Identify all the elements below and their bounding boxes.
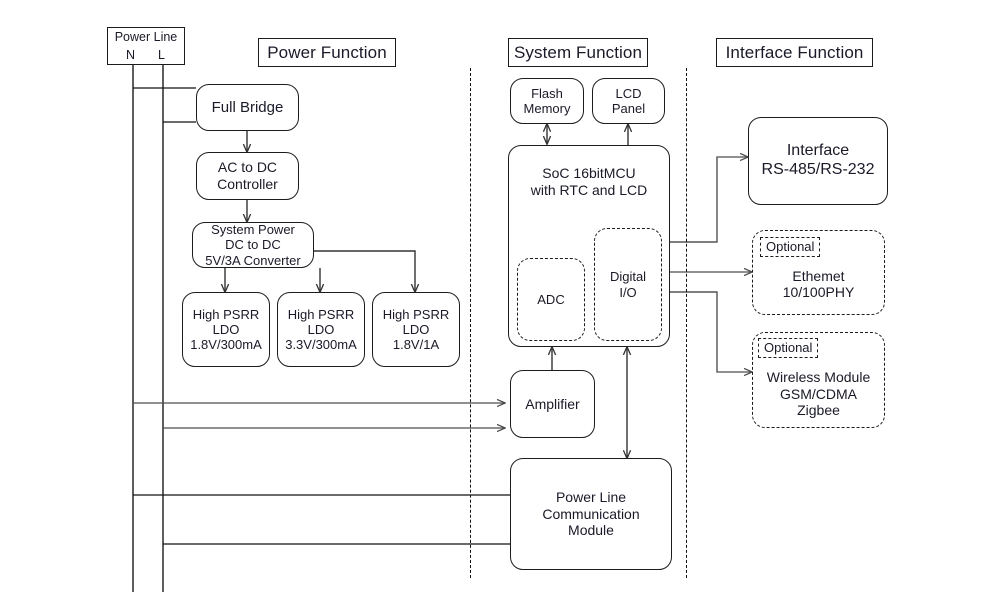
block-ethernet-line2: 10/100PHY bbox=[782, 284, 855, 301]
divider-system-interface bbox=[686, 68, 687, 578]
block-system-power-line3: 5V/3A Converter bbox=[205, 252, 301, 268]
block-wireless-line2: GSM/CDMA bbox=[779, 385, 857, 402]
block-full-bridge[interactable]: Full Bridge bbox=[196, 84, 299, 131]
block-ldo3-line3: 1.8V/1A bbox=[392, 337, 440, 353]
mains-to-plc-module bbox=[133, 494, 512, 545]
block-ethernet-phy[interactable]: Ethemet 10/100PHY bbox=[752, 230, 885, 315]
section-header-interface-label: Interface Function bbox=[725, 42, 864, 62]
block-plc-module[interactable]: Power Line Communication Module bbox=[510, 458, 672, 570]
block-system-power-line1: System Power bbox=[211, 222, 295, 238]
block-interface-rs485-rs232[interactable]: Interface RS-485/RS-232 bbox=[748, 117, 888, 205]
block-wireless-optional-label: Optional bbox=[764, 340, 813, 355]
section-header-power-label: Power Function bbox=[267, 42, 387, 62]
block-wireless-module[interactable]: Wireless Module GSM/CDMA Zigbee bbox=[752, 332, 885, 428]
block-digital-io-line2: I/O bbox=[619, 284, 637, 300]
section-header-system-label: System Function bbox=[513, 42, 643, 62]
section-header-system: System Function bbox=[508, 38, 648, 67]
block-ac-to-dc-controller[interactable]: AC to DC Controller bbox=[196, 152, 299, 200]
block-flash-memory-line2: Memory bbox=[523, 101, 571, 116]
section-header-interface: Interface Function bbox=[716, 38, 873, 67]
power-line-neutral-label: N bbox=[126, 48, 136, 62]
mains-to-amplifier bbox=[133, 403, 505, 428]
block-ethernet-line1: Ethemet bbox=[792, 267, 845, 284]
block-lcd-panel-line1: LCD bbox=[615, 85, 642, 101]
block-flash-memory-line1: Flash bbox=[531, 85, 563, 101]
block-lcd-panel-line2: Panel bbox=[611, 101, 646, 116]
block-ldo-1v8-300ma[interactable]: High PSRR LDO 1.8V/300mA bbox=[182, 292, 270, 367]
block-system-power-line2: DC to DC bbox=[225, 237, 281, 253]
power-line-title: Power Line bbox=[114, 30, 178, 44]
divider-power-system bbox=[470, 68, 471, 578]
block-lcd-panel[interactable]: LCD Panel bbox=[592, 78, 665, 124]
block-amplifier[interactable]: Amplifier bbox=[510, 370, 595, 438]
block-system-power-converter[interactable]: System Power DC to DC 5V/3A Converter bbox=[192, 222, 314, 268]
power-line-source: Power Line N L bbox=[107, 27, 185, 65]
block-ldo1-line2: LDO bbox=[212, 321, 240, 337]
block-plc-line2: Communication bbox=[542, 505, 640, 522]
block-ldo1-line3: 1.8V/300mA bbox=[190, 337, 262, 353]
block-amplifier-label: Amplifier bbox=[525, 395, 580, 412]
block-ethernet-optional-tag: Optional bbox=[760, 237, 821, 257]
block-plc-line3: Module bbox=[568, 522, 614, 539]
block-digital-io-line1: Digital bbox=[609, 269, 647, 285]
block-flash-memory[interactable]: Flash Memory bbox=[510, 78, 584, 124]
block-ldo-3v3-300ma[interactable]: High PSRR LDO 3.3V/300mA bbox=[277, 292, 365, 367]
block-ethernet-optional-label: Optional bbox=[766, 239, 815, 254]
block-soc-line1: SoC 16bitMCU bbox=[542, 165, 636, 181]
power-line-live-label: L bbox=[158, 48, 165, 62]
block-ac-to-dc-line2: Controller bbox=[217, 176, 278, 192]
block-digital-io[interactable]: Digital I/O bbox=[594, 228, 662, 341]
io-to-interface-links bbox=[662, 157, 752, 372]
block-interface-line1: Interface bbox=[786, 142, 850, 160]
block-ldo2-line2: LDO bbox=[307, 321, 335, 337]
block-ldo2-line3: 3.3V/300mA bbox=[285, 337, 357, 353]
block-wireless-optional-tag: Optional bbox=[758, 338, 819, 358]
block-plc-line1: Power Line bbox=[555, 489, 627, 506]
block-soc-mcu[interactable]: SoC 16bitMCU with RTC and LCD bbox=[508, 145, 670, 347]
block-adc[interactable]: ADC bbox=[517, 258, 585, 341]
block-full-bridge-label: Full Bridge bbox=[211, 98, 284, 116]
block-soc-line2: with RTC and LCD bbox=[530, 181, 648, 198]
block-ldo3-line1: High PSRR bbox=[382, 306, 450, 322]
block-ldo-1v8-1a[interactable]: High PSRR LDO 1.8V/1A bbox=[372, 292, 460, 367]
block-ldo2-line1: High PSRR bbox=[287, 306, 355, 322]
block-ac-to-dc-line1: AC to DC bbox=[217, 159, 278, 176]
block-wireless-line1: Wireless Module bbox=[766, 369, 871, 386]
section-header-power: Power Function bbox=[258, 38, 396, 67]
block-ldo3-line2: LDO bbox=[402, 321, 430, 337]
block-interface-line2: RS-485/RS-232 bbox=[761, 161, 875, 178]
block-wireless-line3: Zigbee bbox=[797, 402, 840, 419]
block-ldo1-line1: High PSRR bbox=[192, 306, 260, 322]
block-adc-label: ADC bbox=[537, 291, 565, 307]
